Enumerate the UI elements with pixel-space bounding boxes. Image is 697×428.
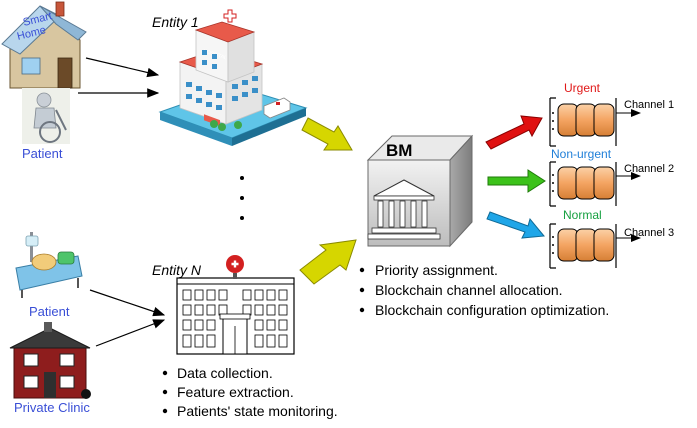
private-clinic-label: Private Clinic [14, 400, 90, 415]
patient-bottom-label: Patient [29, 304, 70, 319]
channel-queue-3 [549, 223, 641, 269]
arrow-clinic-to-entityN [95, 319, 166, 347]
arrow-patient-to-entityN [89, 289, 166, 317]
priority-label-urgent: Urgent [564, 81, 601, 95]
patient-top-label: Patient [22, 146, 63, 161]
ambulance-icon [263, 97, 291, 119]
bm-task-item: Blockchain channel allocation. [375, 282, 563, 298]
ellipsis-dot-2 [240, 196, 244, 200]
arrow-smart-home-to-entity1 [85, 57, 160, 78]
smart-home-icon: Smart Home [1, 1, 87, 89]
flow-arrow-entity1-to-bm [301, 117, 353, 151]
channel-label-3: Channel 3 [624, 227, 674, 239]
entity-1-label: Entity 1 [152, 14, 199, 30]
entity-n-label: Entity N [152, 262, 202, 278]
priority-label-non-urgent: Non-urgent [551, 147, 612, 161]
priority-label-normal: Normal [563, 208, 602, 222]
channel-label-2: Channel 2 [624, 163, 674, 175]
patient-wheelchair-icon [22, 88, 70, 144]
private-clinic-icon [9, 322, 91, 399]
bm-server-icon [366, 134, 474, 248]
bm-task-list: Priority assignment. Blockchain channel … [359, 262, 609, 318]
bm-task-item: Blockchain configuration optimization. [375, 302, 609, 318]
hospital-isometric-icon: HOSPITAL [158, 9, 308, 146]
ellipsis-dot-3 [240, 216, 244, 220]
entity-task-list: Data collection. Feature extraction. Pat… [162, 365, 338, 419]
priority-arrow-urgent [485, 115, 543, 150]
hospital-building-icon [176, 255, 295, 355]
entity-task-item: Data collection. [177, 365, 273, 381]
channel-label-1: Channel 1 [624, 99, 674, 111]
flow-arrow-entityN-to-bm [299, 239, 357, 285]
entity-task-item: Feature extraction. [177, 384, 294, 400]
bm-task-item: Priority assignment. [375, 262, 498, 278]
channel-queue-1 [549, 97, 641, 147]
ellipsis-dot-1 [240, 176, 244, 180]
channel-queue-2 [549, 161, 641, 207]
bm-label: BM [386, 141, 412, 160]
patient-bed-icon [15, 232, 83, 298]
priority-arrow-non-urgent [487, 169, 546, 193]
entity-task-item: Patients' state monitoring. [177, 403, 338, 419]
priority-arrow-normal [486, 211, 545, 239]
